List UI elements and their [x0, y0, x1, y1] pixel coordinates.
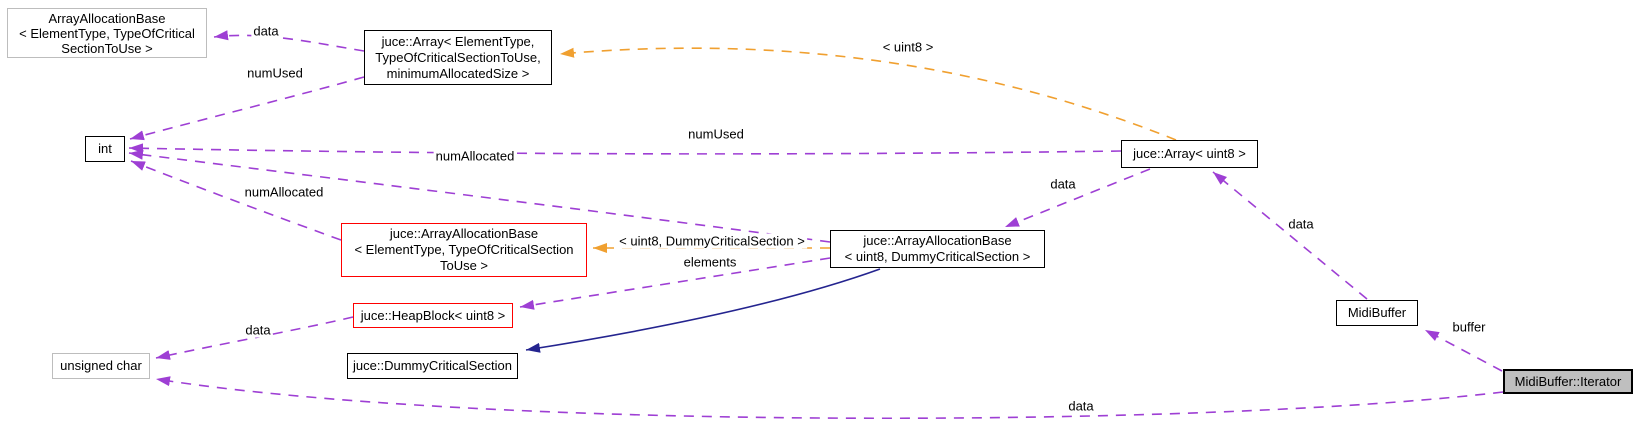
- node-juce-array-allocation-base-template[interactable]: juce::ArrayAllocationBase < ElementType,…: [341, 223, 587, 277]
- edge-aabtemplate-numallocated-int: [130, 160, 342, 241]
- edge-aabuint8-numallocated-int: [128, 149, 831, 243]
- edge-label-data-heapblock: data: [243, 322, 273, 338]
- edge-iterator-buffer-midibuffer: [1424, 329, 1503, 372]
- edge-label-template-uint8-dummycs: < uint8, DummyCriticalSection >: [617, 233, 807, 249]
- edge-label-numallocated-aabuint8: numAllocated: [433, 148, 517, 164]
- edge-arrayuint8-template-arraygeneric: [559, 47, 1177, 141]
- node-juce-dummy-critical-section[interactable]: juce::DummyCriticalSection: [347, 353, 518, 379]
- edge-arraygeneric-data-aabgeneric: [213, 30, 365, 52]
- node-juce-array-uint8[interactable]: juce::Array< uint8 >: [1121, 140, 1258, 168]
- edge-aabuint8-inherits-dummycs: [525, 268, 881, 353]
- edge-arrayuint8-numused-int: [128, 143, 1122, 155]
- edge-label-numused-arrayuint8: numUsed: [686, 126, 746, 142]
- edge-arraygeneric-numused-int: [129, 76, 365, 141]
- edge-label-data-arrayuint8: data: [1048, 176, 1078, 192]
- node-int: int: [85, 136, 125, 162]
- edge-label-numallocated-aabtemplate: numAllocated: [242, 184, 326, 200]
- edge-label-data-midibuffer: data: [1286, 216, 1316, 232]
- node-juce-array-allocation-base-uint8[interactable]: juce::ArrayAllocationBase < uint8, Dummy…: [830, 230, 1045, 268]
- edge-label-numused-arraygeneric: numUsed: [245, 65, 305, 81]
- node-midibuffer[interactable]: MidiBuffer: [1336, 300, 1418, 326]
- edge-arrayuint8-data-aabuint8: [1004, 168, 1151, 228]
- edge-iterator-data-uchar: [155, 376, 1504, 420]
- node-juce-heapblock-uint8[interactable]: juce::HeapBlock< uint8 >: [353, 303, 513, 328]
- node-array-allocation-base-generic: ArrayAllocationBase < ElementType, TypeO…: [7, 8, 207, 58]
- edge-label-buffer: buffer: [1450, 319, 1488, 335]
- edge-aabuint8-elements-heapblock: [519, 257, 831, 310]
- node-juce-array-elementtype[interactable]: juce::Array< ElementType, TypeOfCritical…: [364, 30, 552, 85]
- node-midibuffer-iterator: MidiBuffer::Iterator: [1503, 369, 1633, 394]
- edge-midibuffer-data-arrayuint8: [1212, 171, 1368, 300]
- edge-heapblock-data-uchar: [155, 316, 354, 360]
- edge-label-data-iterator: data: [1066, 398, 1096, 414]
- edge-label-template-uint8: < uint8 >: [880, 39, 936, 55]
- edge-label-data-arraygeneric: data: [251, 23, 281, 39]
- node-unsigned-char: unsigned char: [52, 353, 150, 379]
- edge-label-elements: elements: [681, 254, 739, 270]
